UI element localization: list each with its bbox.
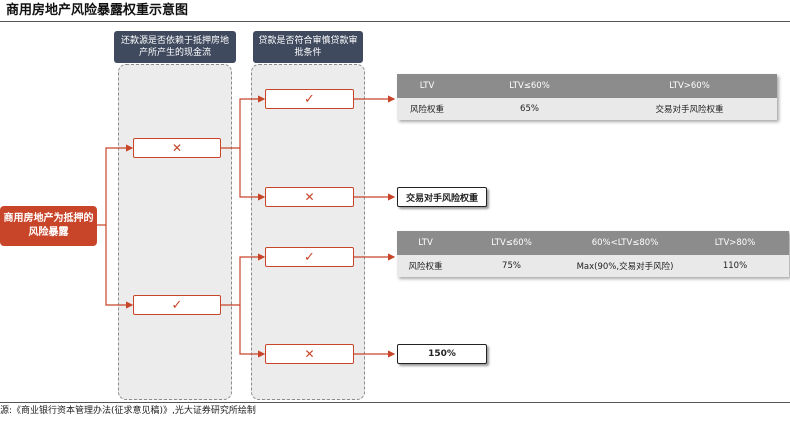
column-header-prudent: 贷款是否符合审慎贷款审批条件 xyxy=(253,31,363,63)
page-title: 商用房地产风险暴露权重示意图 xyxy=(6,3,189,18)
prudent-no-node-1: ✕ xyxy=(265,187,354,207)
source-note: 源:《商业银行资本管理办法(征求意见稿)》,光大证券研究所绘制 xyxy=(0,406,256,416)
table1-header-ltv: LTV xyxy=(397,74,457,98)
table2-header-low: LTV≤60% xyxy=(454,231,569,255)
table2-header-mid: 60%<LTV≤80% xyxy=(569,231,681,255)
prudent-yes-node-1: ✓ xyxy=(265,89,354,109)
table2-cell-high: 110% xyxy=(681,255,789,277)
cashflow-no-node: ✕ xyxy=(133,138,221,158)
prudent-no-node-2: ✕ xyxy=(265,344,354,364)
column-header-cashflow: 还款源是否依赖于抵押房地产所产生的现金流 xyxy=(114,31,236,63)
source-divider xyxy=(0,402,790,403)
table1-header-high: LTV>60% xyxy=(602,74,777,98)
table2-cell-low: 75% xyxy=(454,255,569,277)
ltv-table-1: LTV LTV≤60% LTV>60% 风险权重 65% 交易对手风险权重 xyxy=(397,74,777,120)
table1-cell-high: 交易对手风险权重 xyxy=(602,98,777,120)
title-divider xyxy=(0,21,790,22)
prudent-yes-node-2: ✓ xyxy=(265,247,354,267)
result-fixed-weight: 150% xyxy=(397,344,487,364)
result-counterparty-weight: 交易对手风险权重 xyxy=(397,187,487,207)
cashflow-yes-node: ✓ xyxy=(133,295,221,315)
table2-header-ltv: LTV xyxy=(397,231,454,255)
root-node: 商用房地产为抵押的风险暴露 xyxy=(0,206,97,246)
table1-row-label: 风险权重 xyxy=(397,98,457,120)
table2-cell-mid: Max(90%,交易对手风险) xyxy=(569,255,681,277)
table2-row-label: 风险权重 xyxy=(397,255,454,277)
ltv-table-2: LTV LTV≤60% 60%<LTV≤80% LTV>80% 风险权重 75%… xyxy=(397,231,789,277)
column-frame-cashflow xyxy=(118,64,232,400)
table2-header-high: LTV>80% xyxy=(681,231,789,255)
table1-cell-low: 65% xyxy=(457,98,602,120)
table1-header-low: LTV≤60% xyxy=(457,74,602,98)
